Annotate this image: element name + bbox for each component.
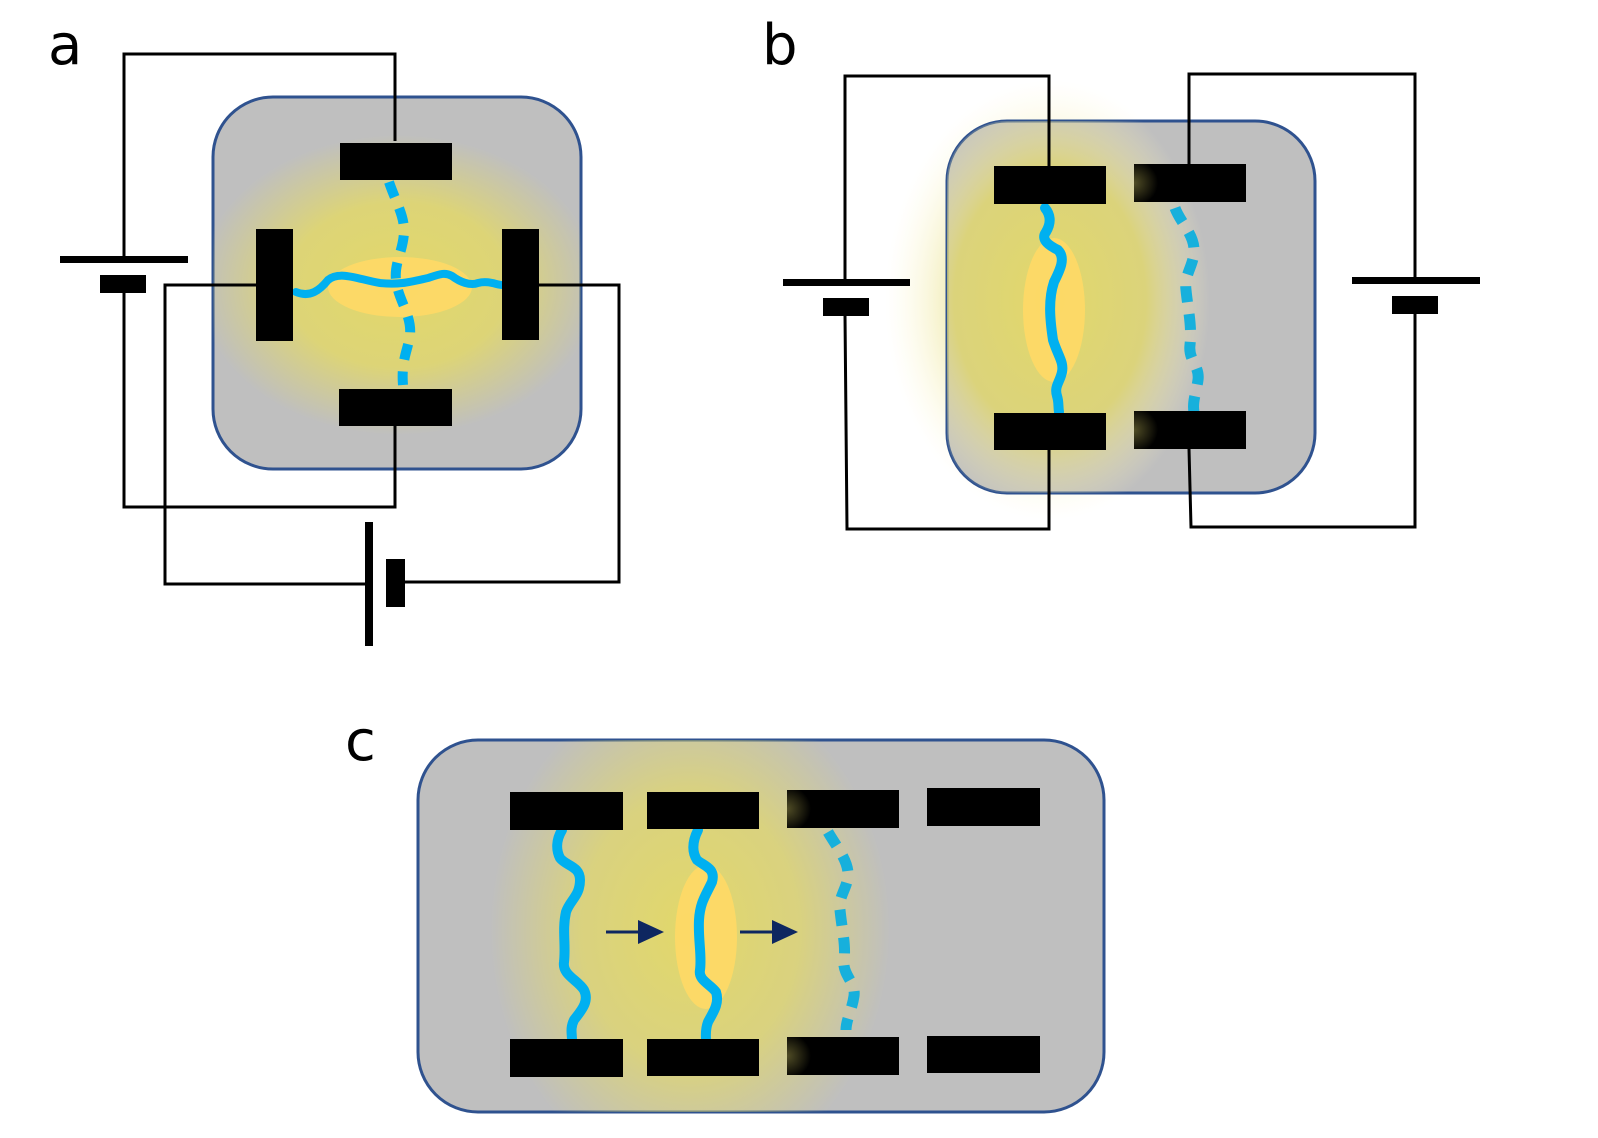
discharge-path-b-dashed	[1169, 205, 1204, 414]
panel-a: a	[48, 13, 621, 646]
arrow-right-icon	[740, 920, 798, 944]
electrode-edge-glow	[787, 1037, 827, 1075]
battery-icon	[1352, 277, 1480, 314]
discharge-path-c-dashed	[823, 829, 860, 1031]
discharge-path-b-solid	[1039, 203, 1068, 417]
panel-b: b	[762, 13, 1480, 531]
electrode-edge-glow	[1134, 411, 1174, 449]
discharge-path-a-horizontal	[292, 269, 509, 299]
discharge-path-a-vertical-dashed	[384, 180, 416, 386]
arrow-right-icon	[606, 920, 664, 944]
electrode-edge-glow	[1134, 164, 1174, 202]
discharge-path-c-second	[688, 825, 722, 1045]
battery-icon	[365, 522, 405, 646]
panel-label-c: c	[345, 709, 376, 774]
electrode-plate	[256, 143, 539, 426]
plasma-core-c	[675, 865, 737, 1009]
battery-icon	[60, 256, 188, 293]
panel-c: c	[345, 709, 1106, 1114]
panel-label-a: a	[48, 13, 82, 78]
electrode-edge-glow	[787, 790, 827, 828]
circuit-wires-b	[843, 72, 1417, 531]
discharge-path-c-first	[552, 825, 591, 1045]
battery-icon	[783, 279, 910, 316]
circuit-wires-a	[122, 52, 621, 586]
panel-label-b: b	[762, 13, 798, 78]
